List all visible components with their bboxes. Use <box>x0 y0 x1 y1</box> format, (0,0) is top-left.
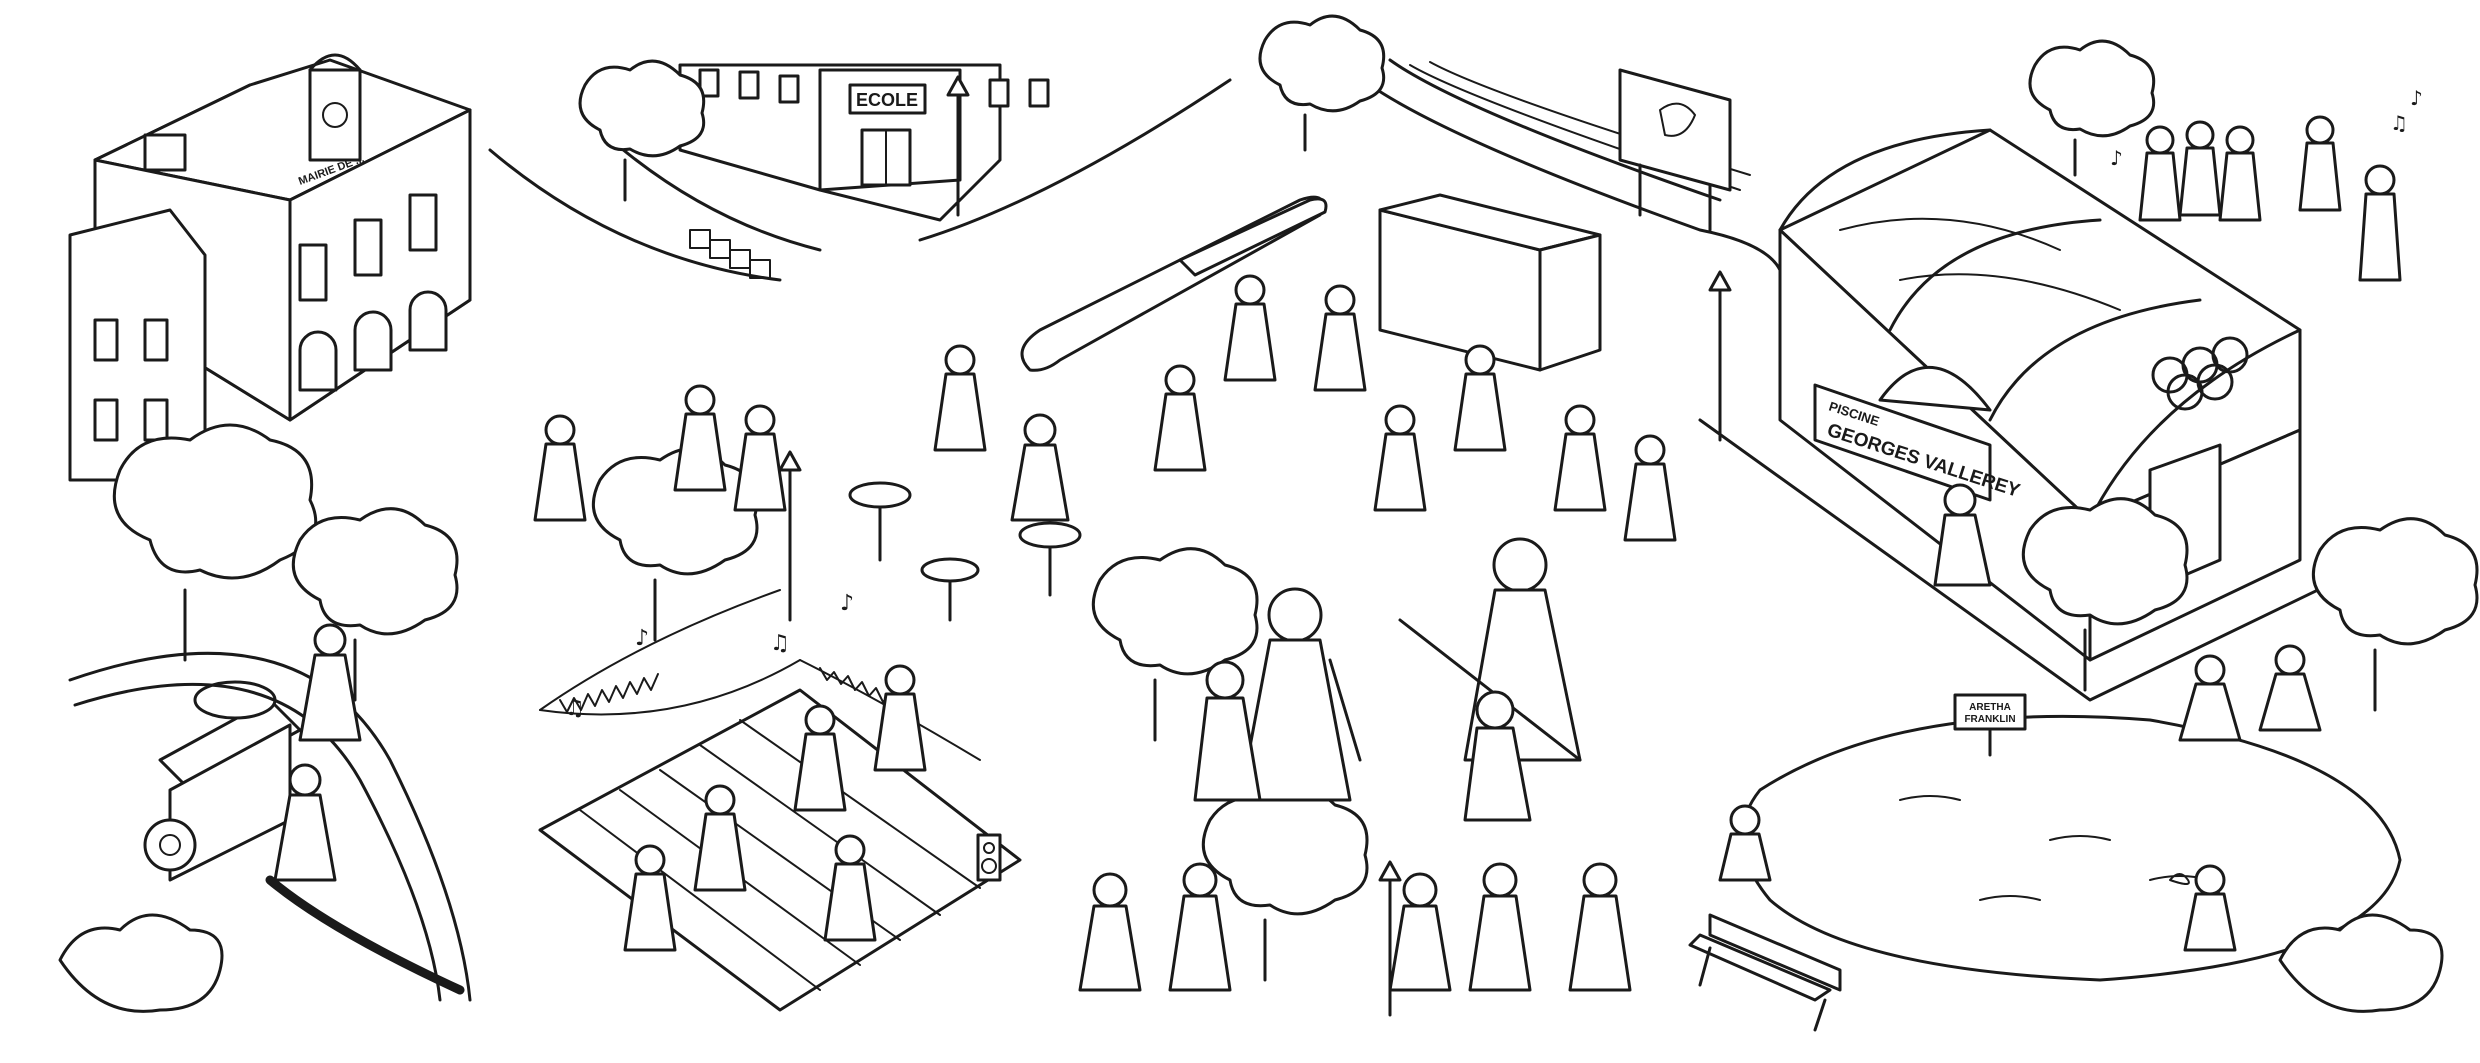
person <box>1373 404 1427 512</box>
playground <box>689 195 1328 372</box>
person <box>1568 862 1632 992</box>
tree <box>1091 547 1259 742</box>
person <box>933 344 987 452</box>
pond-sign-line1: ARETHA <box>1969 702 2011 713</box>
railway-track <box>68 651 472 1002</box>
tree <box>2028 39 2156 177</box>
person <box>823 834 877 942</box>
cafe-tables <box>848 481 1082 622</box>
person <box>2218 125 2262 222</box>
person <box>1468 862 1532 992</box>
person <box>2298 115 2342 212</box>
person <box>2258 644 2322 732</box>
person <box>1553 404 1607 512</box>
lamp-post <box>1378 860 1402 1017</box>
person <box>1078 872 1142 992</box>
tree <box>2021 497 2189 692</box>
olympic-rings-icon <box>2151 336 2249 411</box>
music-note-icon: ♪ <box>840 591 854 616</box>
lamp-post <box>1708 270 1732 442</box>
lamp-post <box>778 450 802 622</box>
lamp-post <box>946 75 970 217</box>
person <box>673 384 727 492</box>
trees <box>58 14 2479 1013</box>
music-notes: ♪ ♫ ♪ ♫ ♪ ♫ ♪ <box>565 86 2423 721</box>
person <box>1223 274 1277 382</box>
person <box>693 784 747 892</box>
person <box>1933 483 1992 587</box>
pond-sign-line2: FRANKLIN <box>1964 714 2015 725</box>
person <box>298 623 362 742</box>
tree <box>291 507 459 702</box>
town-hall: MAIRIE DE ... <box>68 53 472 482</box>
person <box>1718 804 1772 882</box>
person <box>1238 587 1362 802</box>
person <box>1153 364 1207 472</box>
person <box>1453 344 1507 452</box>
music-note-icon: ♫ <box>2390 111 2408 135</box>
crowd <box>273 115 2402 992</box>
music-note-icon: ♫ <box>770 631 790 656</box>
park-bench <box>1688 913 1842 1032</box>
pond-sign: ARETHA FRANKLIN <box>1953 693 2027 757</box>
person <box>733 404 787 512</box>
person <box>533 414 587 522</box>
music-note-icon: ♪ <box>2410 86 2423 110</box>
street-lamps <box>778 75 1732 1017</box>
tree <box>1201 787 1369 982</box>
person <box>2183 864 2237 952</box>
tree <box>1258 14 1386 152</box>
shrub <box>58 913 224 1013</box>
person <box>1193 660 1262 802</box>
person <box>2358 164 2402 282</box>
school-building: ECOLE <box>678 63 1050 222</box>
person <box>273 763 337 882</box>
food-cart <box>143 680 302 882</box>
person <box>1168 862 1232 992</box>
person <box>2138 125 2182 222</box>
shrub <box>2278 913 2444 1013</box>
person <box>1463 690 1532 822</box>
person <box>2178 120 2222 217</box>
person <box>873 664 927 772</box>
person <box>623 844 677 952</box>
grandstand <box>1378 193 1602 372</box>
tree <box>112 423 318 662</box>
swimming-pool-building: PISCINE GEORGES VALLEREY <box>1698 128 2382 702</box>
person <box>1010 413 1070 522</box>
person <box>1623 434 1677 542</box>
music-note-icon: ♫ <box>565 696 585 721</box>
dance-floor <box>538 688 1022 1012</box>
school-sign: ECOLE <box>856 90 918 110</box>
person <box>2178 654 2242 742</box>
music-note-icon: ♪ <box>635 626 649 651</box>
tree <box>578 59 706 202</box>
tree <box>591 447 759 642</box>
person <box>1313 284 1367 392</box>
person <box>1388 872 1452 992</box>
billboard <box>1618 68 1732 232</box>
person <box>793 704 847 812</box>
tree <box>2311 517 2479 712</box>
music-note-icon: ♪ <box>2110 146 2123 170</box>
